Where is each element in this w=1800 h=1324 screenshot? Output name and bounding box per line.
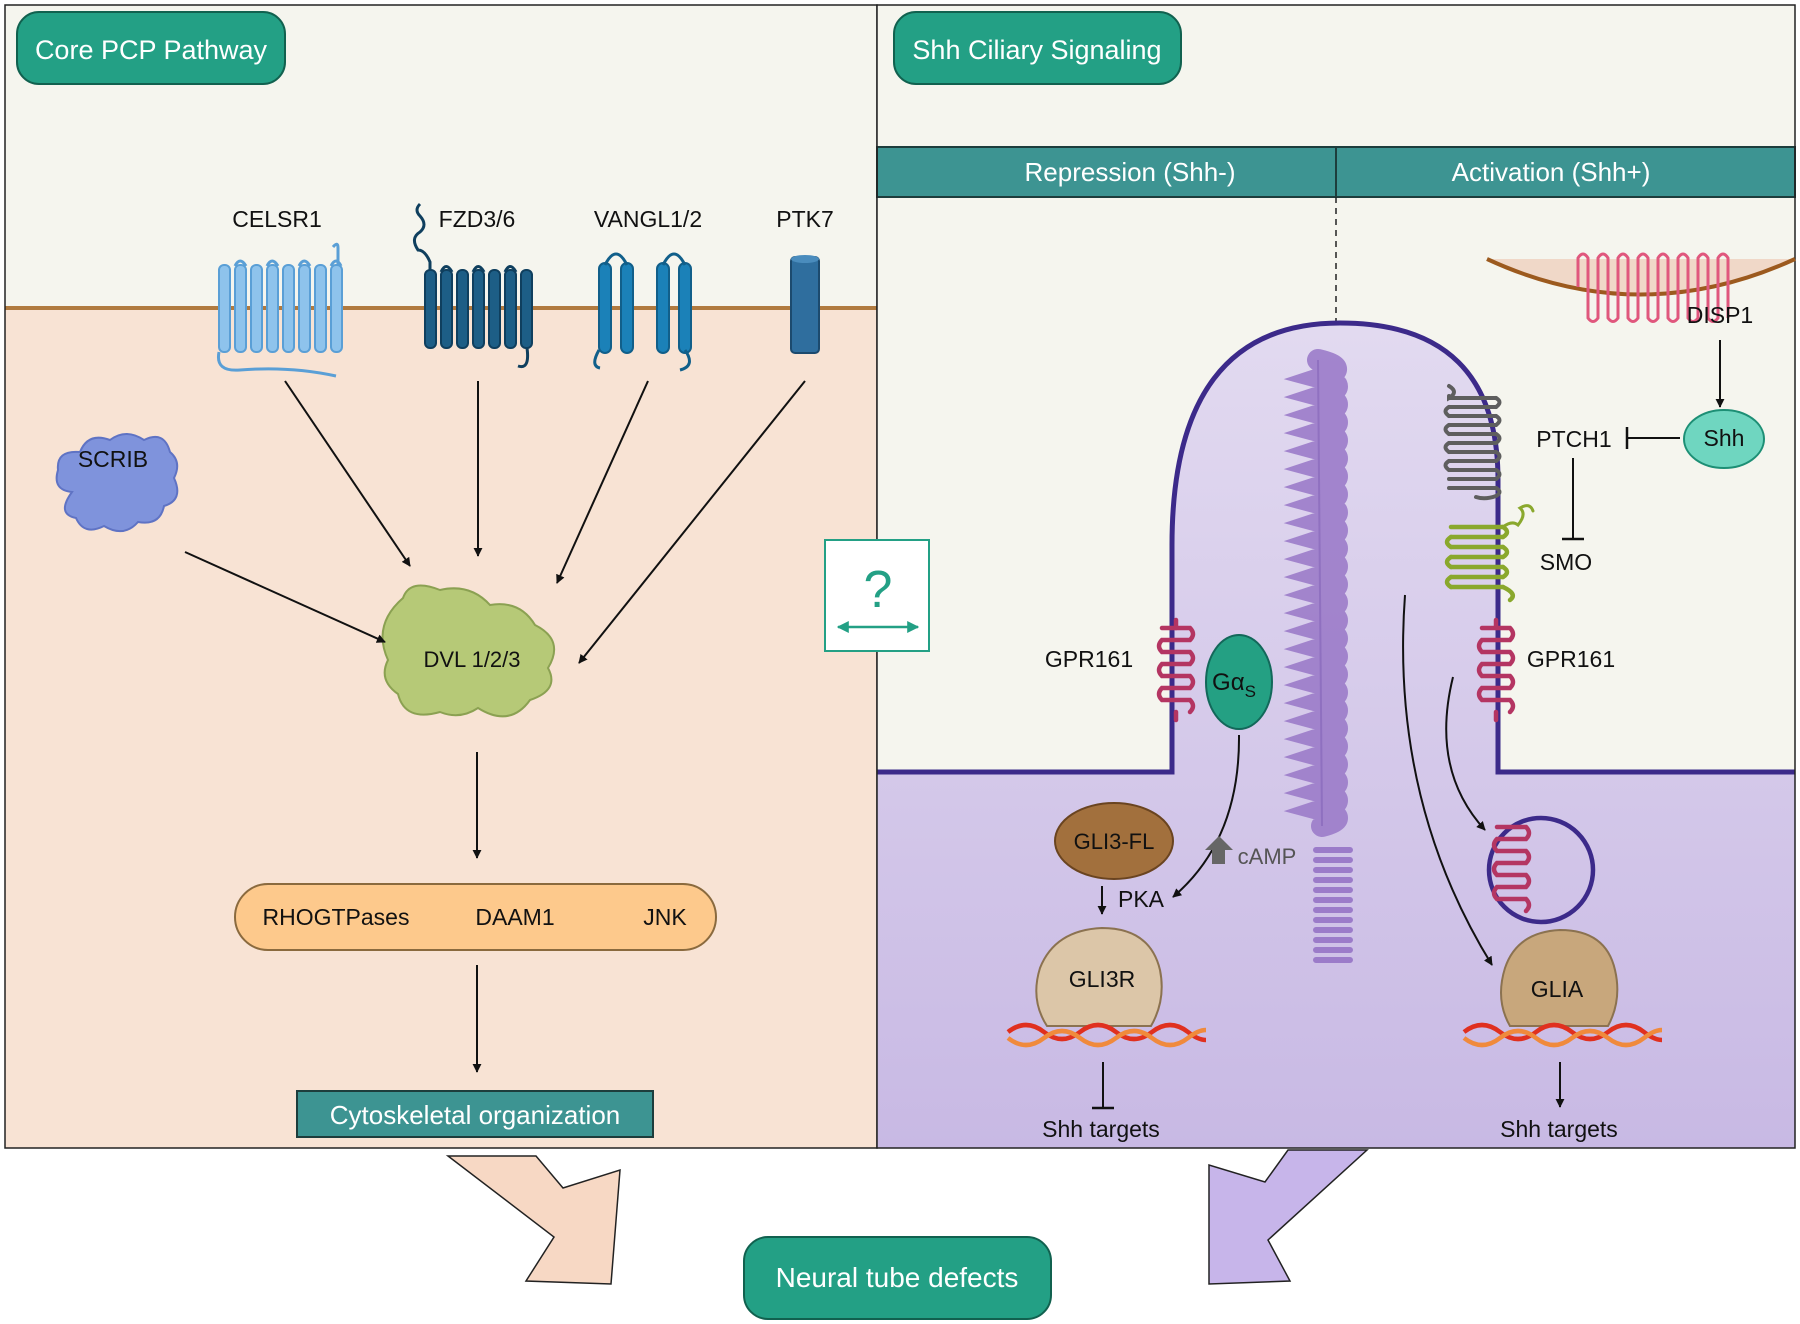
gpr161-right-label: GPR161 xyxy=(1527,646,1615,672)
arrow-gas-pka xyxy=(1172,734,1241,898)
gas-protein xyxy=(1205,634,1273,730)
shh-title-badge xyxy=(893,11,1182,85)
ptk7-receptor xyxy=(790,255,820,354)
shh-label: Shh xyxy=(1704,425,1745,451)
vangl-receptor xyxy=(593,252,692,372)
shh-targets-left-label: Shh targets xyxy=(1042,1116,1160,1142)
arrow-scrib-dvl xyxy=(184,551,386,643)
daam1-label: DAAM1 xyxy=(475,904,554,930)
ptk7-label: PTK7 xyxy=(776,206,834,232)
shh-ligand xyxy=(1683,409,1765,469)
camp-label: cAMP xyxy=(1238,844,1297,869)
pcp-panel: Core PCP Pathway CELSR1 FZD3/6 VANGL1/2 … xyxy=(4,4,878,1149)
dna-left xyxy=(1006,1022,1207,1048)
gpr161-left-receptor xyxy=(1156,617,1196,723)
cytoskeletal-box xyxy=(296,1090,654,1138)
gas-subscript: S xyxy=(1245,682,1256,701)
crosstalk-question-mark: ? xyxy=(864,561,893,619)
pcp-cytoplasm xyxy=(5,307,877,1148)
shh-title: Shh Ciliary Signaling xyxy=(912,35,1161,65)
fzd-label: FZD3/6 xyxy=(439,206,516,232)
glia-label: GLIA xyxy=(1531,976,1584,1002)
cytoskeletal-label: Cytoskeletal organization xyxy=(330,1100,621,1130)
dna-right xyxy=(1462,1022,1663,1048)
shh-panel: Shh Ciliary Signaling Repression (Shh-) … xyxy=(876,4,1796,1149)
glia-protein xyxy=(1500,928,1619,1027)
gli3fl-label: GLI3-FL xyxy=(1074,829,1155,854)
arrow-vangl-dvl xyxy=(556,380,649,584)
vangl-label: VANGL1/2 xyxy=(594,206,702,232)
smo-receptor xyxy=(1444,504,1535,603)
disp1-label: DISP1 xyxy=(1687,302,1753,328)
dvl-protein xyxy=(381,584,556,718)
scrib-label: SCRIB xyxy=(78,446,148,472)
pcp-title: Core PCP Pathway xyxy=(35,35,268,65)
fzd-receptor xyxy=(413,202,533,369)
crosstalk-box: ? xyxy=(824,539,930,652)
gas-label: GαS xyxy=(1212,669,1256,701)
shh-outcome-arrow xyxy=(1208,1149,1369,1285)
repression-header: Repression (Shh-) xyxy=(1025,157,1236,187)
arrow-celsr1-dvl xyxy=(284,380,411,567)
dvl-label: DVL 1/2/3 xyxy=(423,647,520,672)
arrow-ptk7-dvl xyxy=(578,380,806,664)
shh-targets-right-label: Shh targets xyxy=(1500,1116,1618,1142)
pka-label: PKA xyxy=(1118,886,1165,912)
camp-up-icon xyxy=(1205,836,1233,864)
ptch1-label: PTCH1 xyxy=(1536,426,1611,452)
arrow-smo-glia xyxy=(1402,594,1493,966)
rhogtpases-label: RHOGTPases xyxy=(263,904,410,930)
gpr161-left-label: GPR161 xyxy=(1045,646,1133,672)
jnk-label: JNK xyxy=(643,904,687,930)
gas-main-label: Gα xyxy=(1212,669,1245,696)
cilium-membrane xyxy=(877,320,1795,775)
celsr1-receptor xyxy=(216,242,343,378)
gpr161-right-receptor xyxy=(1476,617,1516,723)
activation-header: Activation (Shh+) xyxy=(1452,157,1651,187)
scrib-protein xyxy=(55,433,179,533)
disp1-protein xyxy=(1576,252,1730,323)
axoneme xyxy=(1283,349,1353,963)
pcp-title-badge xyxy=(16,11,286,85)
effector-bar xyxy=(234,883,717,951)
gpr161-vesicle xyxy=(1486,815,1596,925)
gli3fl-protein xyxy=(1054,802,1174,880)
arrow-gpr161-internalize xyxy=(1445,676,1486,831)
celsr1-label: CELSR1 xyxy=(232,206,321,232)
outcome-badge xyxy=(743,1236,1052,1320)
gli3r-label: GLI3R xyxy=(1069,966,1135,992)
smo-label: SMO xyxy=(1540,549,1592,575)
outcome-label: Neural tube defects xyxy=(776,1262,1019,1293)
ptch1-receptor xyxy=(1443,384,1502,501)
pcp-outcome-arrow xyxy=(445,1155,621,1285)
gli3r-protein xyxy=(1035,926,1163,1027)
disp1-cell-membrane xyxy=(1486,257,1796,297)
